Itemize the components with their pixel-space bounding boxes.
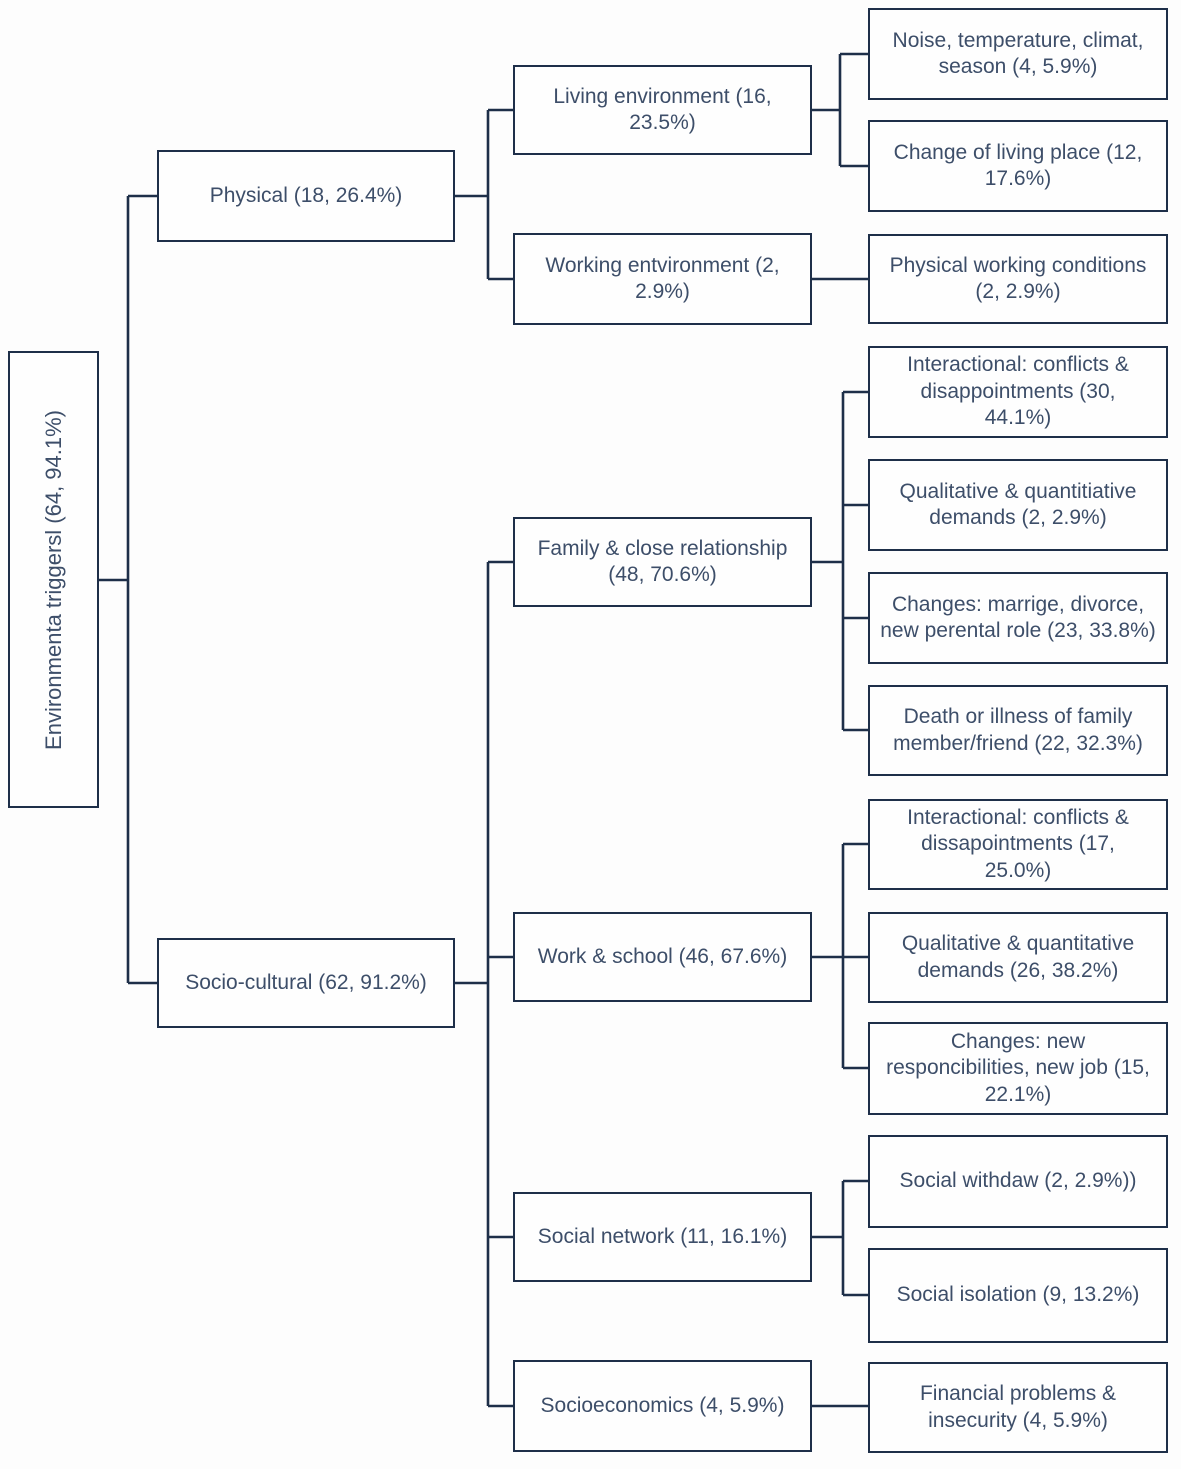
node-label: Socio-cultural (62, 91.2%): [185, 970, 427, 994]
node-label: Family & close relationship (48, 70.6%): [537, 536, 788, 586]
node-qualitative-quantitative-demands-family: Qualitative & quantitiative demands (2, …: [868, 459, 1168, 551]
node-qualitative-quantitative-demands-work: Qualitative & quantitative demands (26, …: [868, 912, 1168, 1003]
node-social-withdrawal: Social withdaw (2, 2.9%)): [868, 1135, 1168, 1228]
node-label: Social withdaw (2, 2.9%)): [899, 1169, 1137, 1193]
node-change-of-living-place: Change of living place (12, 17.6%): [868, 120, 1168, 212]
node-label: Socioeconomics (4, 5.9%): [540, 1393, 785, 1417]
connector-physical-to-children: [455, 108, 513, 281]
node-social-isolation: Social isolation (9, 13.2%): [868, 1248, 1168, 1343]
node-financial-problems: Financial problems & insecurity (4, 5.9%…: [868, 1362, 1168, 1453]
node-interactional-conflicts-family: Interactional: conflicts & disappointmen…: [868, 346, 1168, 438]
node-label: Interactional: conflicts & dissapointmen…: [907, 805, 1129, 882]
connector-root-to-level1: [99, 194, 157, 985]
node-social-network: Social network (11, 16.1%): [513, 1192, 812, 1282]
node-label: Interactional: conflicts & disappointmen…: [907, 353, 1129, 430]
node-family-close-relationship: Family & close relationship (48, 70.6%): [513, 517, 812, 607]
node-noise-temperature-climate-season: Noise, temperature, climat, season (4, 5…: [868, 8, 1168, 100]
connector-living-environment-to-children: [812, 52, 868, 168]
node-label: Changes: marrige, divorce, new perental …: [880, 592, 1156, 642]
node-working-environment: Working entvironment (2, 2.9%): [513, 233, 812, 325]
node-label: Social isolation (9, 13.2%): [896, 1283, 1140, 1307]
node-label: Qualitative & quantitative demands (26, …: [901, 932, 1135, 982]
node-label: Change of living place (12, 17.6%): [893, 140, 1143, 190]
node-physical-working-conditions: Physical working conditions (2, 2.9%): [868, 234, 1168, 324]
node-physical: Physical (18, 26.4%): [157, 150, 455, 242]
node-label: Qualitative & quantitiative demands (2, …: [899, 479, 1137, 529]
node-work-school: Work & school (46, 67.6%): [513, 912, 812, 1002]
connector-social-network-to-children: [812, 1179, 868, 1297]
node-socio-cultural: Socio-cultural (62, 91.2%): [157, 938, 455, 1028]
connector-family-to-children: [812, 390, 868, 732]
node-label: Physical working conditions (2, 2.9%): [889, 253, 1147, 303]
node-label: Financial problems & insecurity (4, 5.9%…: [919, 1382, 1117, 1432]
node-label: Working entvironment (2, 2.9%): [545, 253, 780, 303]
node-interactional-conflicts-work: Interactional: conflicts & dissapointmen…: [868, 799, 1168, 890]
node-socioeconomics: Socioeconomics (4, 5.9%): [513, 1360, 812, 1452]
node-label: Changes: new responcibilities, new job (…: [886, 1029, 1150, 1106]
node-living-environment: Living environment (16, 23.5%): [513, 65, 812, 155]
connector-socio-cultural-to-children: [455, 560, 513, 1408]
node-death-or-illness: Death or illness of family member/friend…: [868, 685, 1168, 776]
node-changes-marriage-divorce: Changes: marrige, divorce, new perental …: [868, 572, 1168, 664]
node-label: Environmenta triggersl (64, 94.1%): [40, 409, 66, 750]
node-label: Death or illness of family member/friend…: [893, 705, 1143, 755]
node-label: Social network (11, 16.1%): [537, 1224, 788, 1248]
node-environmental-triggers: Environmenta triggersl (64, 94.1%): [8, 351, 99, 808]
node-label: Living environment (16, 23.5%): [553, 84, 772, 134]
node-label: Noise, temperature, climat, season (4, 5…: [892, 28, 1144, 78]
connector-work-school-to-children: [812, 842, 868, 1070]
node-label: Work & school (46, 67.6%): [537, 944, 788, 968]
node-label: Physical (18, 26.4%): [209, 183, 403, 207]
node-changes-new-responsibilities: Changes: new responcibilities, new job (…: [868, 1022, 1168, 1115]
